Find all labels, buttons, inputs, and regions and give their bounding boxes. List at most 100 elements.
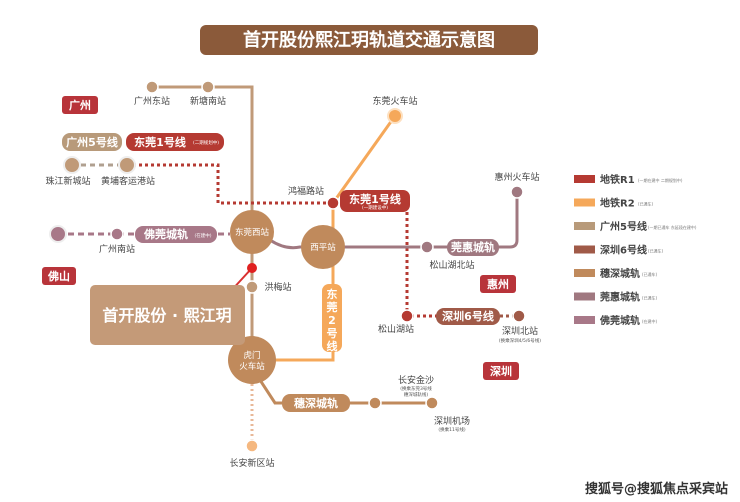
- label-foguan: 佛莞城轨: [143, 227, 188, 241]
- legend-item: 地铁R2(已通车): [574, 197, 654, 210]
- legend-swatch: [574, 292, 595, 301]
- station-gz-east[interactable]: 广州东站: [134, 80, 170, 107]
- line-r2: [275, 115, 397, 362]
- title-banner: 首开股份熙江玥轨道交通示意图: [200, 25, 538, 55]
- legend: 地铁R1(一期在建中 二期规划中)地铁R2(已通车)广州5号线(一期已通车 东延…: [574, 173, 697, 327]
- legend-label: 深圳6号线: [600, 244, 647, 257]
- legend-note: (一期已通车 东延段在建中): [648, 224, 697, 230]
- svg-text:穗深城轨线): 穗深城轨线): [404, 391, 428, 398]
- svg-text:(换乘11号线): (换乘11号线): [438, 426, 465, 433]
- svg-text:松山湖站: 松山湖站: [378, 323, 414, 335]
- legend-item: 佛莞城轨(在建中): [574, 314, 658, 327]
- legend-note: (已通车): [648, 248, 664, 254]
- legend-item: 地铁R1(一期在建中 二期规划中): [574, 173, 683, 186]
- project-marker[interactable]: 首开股份 · 熙江玥: [90, 285, 245, 345]
- svg-text:东莞西站: 东莞西站: [235, 227, 270, 238]
- svg-text:火车站: 火车站: [239, 361, 265, 372]
- legend-item: 广州5号线(一期已通车 东延段在建中): [574, 220, 697, 233]
- station-changan-new[interactable]: 长安新区站: [229, 439, 275, 469]
- legend-note: (已通车): [638, 201, 654, 207]
- region-shenzhen: 深圳: [490, 364, 512, 378]
- line-labels: 广州5号线 东莞1号线(二期规划中) 东莞1号线(一期建设中) 佛莞城轨(在建中…: [62, 133, 500, 412]
- svg-text:(换乘深圳4/5/6号线): (换乘深圳4/5/6号线): [499, 337, 541, 344]
- station-honghu[interactable]: 鸿福路站: [288, 185, 340, 210]
- svg-text:西平站: 西平站: [310, 242, 336, 253]
- label-suishen: 穗深城轨: [294, 396, 338, 410]
- svg-text:虎门: 虎门: [243, 350, 260, 361]
- svg-text:广州东站: 广州东站: [134, 95, 170, 107]
- legend-note: (已通车): [642, 295, 658, 301]
- region-huizhou: 惠州: [487, 277, 509, 291]
- station-huizhou-train[interactable]: 惠州火车站: [494, 171, 540, 199]
- station-xintang-south[interactable]: 新塘南站: [190, 80, 226, 107]
- region-labels: 广州 佛山 惠州 深圳: [42, 96, 519, 380]
- svg-text:松山湖北站: 松山湖北站: [429, 259, 474, 271]
- label-gz5: 广州5号线: [66, 135, 118, 149]
- legend-swatch: [574, 245, 595, 254]
- svg-text:惠州火车站: 惠州火车站: [494, 171, 539, 183]
- label-dg1-mid: 东莞1号线: [349, 192, 401, 206]
- svg-text:(一期建设中): (一期建设中): [362, 204, 388, 211]
- station-huangpu[interactable]: 黄埔客运港站: [101, 156, 155, 187]
- station-songshanhu-north[interactable]: 松山湖北站: [420, 240, 475, 271]
- station-sz-airport[interactable]: 深圳机场(换乘11号线): [425, 396, 470, 433]
- svg-text:珠江新城站: 珠江新城站: [45, 175, 90, 187]
- legend-swatch: [574, 222, 595, 230]
- svg-text:莞: 莞: [326, 300, 338, 314]
- project-name: 首开股份 · 熙江玥: [102, 306, 231, 325]
- svg-text:鸿福路站: 鸿福路站: [288, 185, 324, 197]
- legend-swatch: [574, 316, 595, 324]
- svg-text:(在建中): (在建中): [194, 232, 211, 239]
- legend-label: 广州5号线: [600, 220, 647, 233]
- svg-text:(二期规划中): (二期规划中): [193, 139, 219, 146]
- label-guanhui: 莞惠城轨: [450, 240, 495, 254]
- legend-label: 地铁R2: [600, 197, 635, 210]
- region-foshan: 佛山: [47, 269, 70, 283]
- legend-label: 地铁R1: [600, 173, 635, 186]
- legend-note: (在建中): [642, 318, 658, 324]
- svg-text:线: 线: [327, 339, 338, 353]
- legend-label: 佛莞城轨: [599, 314, 640, 327]
- svg-text:黄埔客运港站: 黄埔客运港站: [101, 175, 155, 187]
- legend-item: 深圳6号线(已通车): [574, 244, 664, 257]
- svg-text:号: 号: [327, 327, 338, 340]
- station-zhujiang[interactable]: 珠江新城站: [45, 156, 91, 187]
- legend-item: 穗深城轨(已通车): [574, 267, 658, 280]
- legend-swatch: [574, 198, 595, 207]
- svg-text:东莞火车站: 东莞火车站: [372, 95, 417, 107]
- svg-text:洪梅站: 洪梅站: [264, 281, 291, 293]
- svg-text:广州南站: 广州南站: [99, 243, 135, 255]
- line-guanhui: [269, 197, 519, 250]
- legend-label: 穗深城轨: [600, 267, 640, 280]
- svg-text:长安金沙: 长安金沙: [398, 374, 434, 386]
- station-songshanhu[interactable]: 松山湖站: [378, 309, 414, 335]
- station-gz-south[interactable]: 广州南站: [49, 225, 135, 255]
- station-dg-west[interactable]: 东莞西站: [230, 210, 274, 254]
- region-guangzhou: 广州: [69, 98, 91, 112]
- stations: 广州东站 新塘南站 东莞火车站 珠江新城站 黄埔客运港站 鸿福路站 惠州火车站 …: [45, 80, 541, 469]
- svg-text:2: 2: [328, 314, 336, 327]
- svg-text:新塘南站: 新塘南站: [190, 95, 226, 107]
- station-xiping[interactable]: 西平站: [301, 225, 345, 269]
- legend-note: (一期在建中 二期规划中): [638, 177, 683, 183]
- label-sz6: 深圳6号线: [442, 309, 494, 323]
- svg-text:深圳北站: 深圳北站: [502, 325, 538, 337]
- watermark: 搜狐号@搜狐焦点采宾站: [585, 481, 728, 497]
- line-r1-west: [127, 163, 340, 205]
- station-sz-north[interactable]: 深圳北站(换乘深圳4/5/6号线): [499, 309, 541, 344]
- legend-item: 莞惠城轨(已通车): [574, 291, 658, 304]
- legend-swatch: [574, 175, 595, 183]
- svg-text:东: 东: [327, 287, 338, 301]
- legend-label: 莞惠城轨: [600, 291, 640, 304]
- svg-text:深圳机场: 深圳机场: [434, 415, 470, 427]
- station-dg-train[interactable]: 东莞火车站: [372, 95, 418, 124]
- legend-note: (已通车): [642, 271, 658, 277]
- svg-text:(换乘东莞3号线: (换乘东莞3号线: [400, 385, 432, 392]
- legend-swatch: [574, 269, 595, 277]
- page-title: 首开股份熙江玥轨道交通示意图: [243, 29, 495, 51]
- station-hongmei[interactable]: 洪梅站: [245, 263, 292, 294]
